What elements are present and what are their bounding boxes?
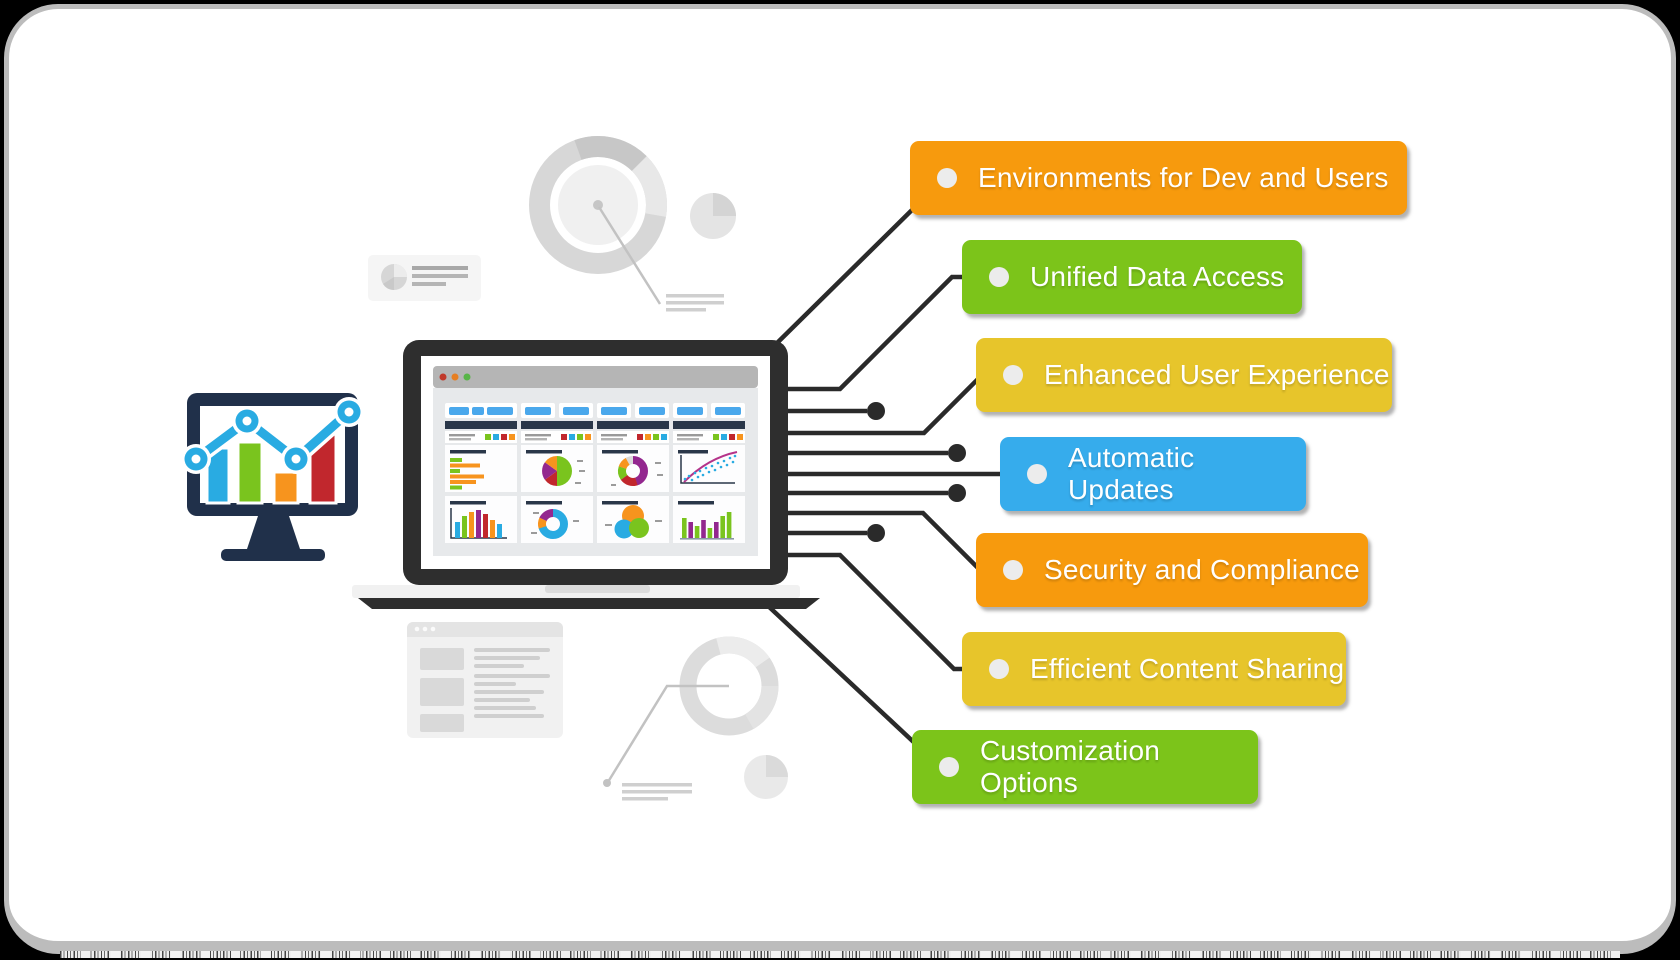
dashboard-tile-bubble-chart (597, 496, 669, 543)
feature-label: Customization Options (980, 735, 1161, 798)
dashboard-tile-vbar-chart-2 (673, 496, 745, 543)
dashboard-tile-vbar-chart (445, 496, 517, 543)
node-dot (867, 402, 885, 420)
node-dot (867, 524, 885, 542)
bullet-icon (939, 757, 959, 777)
feature-label: Efficient Content Sharing (1030, 653, 1345, 684)
bullet-icon (1003, 560, 1023, 580)
node-dot (948, 444, 966, 462)
laptop-trackpad-notch (545, 585, 650, 593)
feature-box-security-and-compliance: Security and Compliance (976, 533, 1368, 607)
monitor-analytics-icon (181, 393, 364, 561)
feature-label: Automatic Updates (1068, 442, 1195, 505)
feature-label: Enhanced User Experience (1044, 359, 1390, 390)
feature-label: Unified Data Access (1030, 261, 1285, 292)
dashboard-tile-donut-chart (597, 445, 669, 492)
dashboard-tile-scatter-chart (673, 445, 745, 492)
node-dot (948, 484, 966, 502)
browser-chrome-bar (433, 366, 758, 388)
feature-box-unified-data-access: Unified Data Access (962, 240, 1302, 314)
decor-small-pie-bottom (744, 755, 788, 799)
connector-lines (764, 204, 1012, 750)
window-maximize-icon (463, 373, 471, 381)
decor-browser-card (407, 622, 563, 738)
decor-big-donut (529, 136, 724, 312)
feature-label: Security and Compliance (1044, 554, 1360, 585)
feature-box-automatic-updates: Automatic Updates (1000, 437, 1306, 511)
window-minimize-icon (451, 373, 459, 381)
bullet-icon (1027, 464, 1047, 484)
dashboard-tile-donut-chart-2 (521, 496, 593, 543)
bullet-icon (937, 168, 957, 188)
dashboard-tile-hbar-chart (445, 445, 517, 492)
bullet-icon (1003, 365, 1023, 385)
laptop-dashboard-icon (352, 340, 820, 609)
bullet-icon (989, 659, 1009, 679)
feature-box-enhanced-user-experience: Enhanced User Experience (976, 338, 1392, 412)
micro-text-strip (60, 951, 1620, 958)
feature-box-customization-options: Customization Options (912, 730, 1258, 804)
decor-bottom-donut (603, 636, 779, 801)
bullet-icon (989, 267, 1009, 287)
feature-box-efficient-content-sharing: Efficient Content Sharing (962, 632, 1346, 706)
dashboard-tile-pie-chart (521, 445, 593, 492)
dashboard-header-widgets (445, 403, 745, 443)
feature-label: Environments for Dev and Users (978, 162, 1389, 193)
decor-summary-card (368, 255, 481, 301)
window-close-icon (439, 373, 447, 381)
laptop-base-edge (358, 598, 820, 609)
decor-small-pie-top (690, 193, 736, 239)
feature-box-environments: Environments for Dev and Users (910, 141, 1407, 215)
trend-node-icons (181, 397, 364, 474)
